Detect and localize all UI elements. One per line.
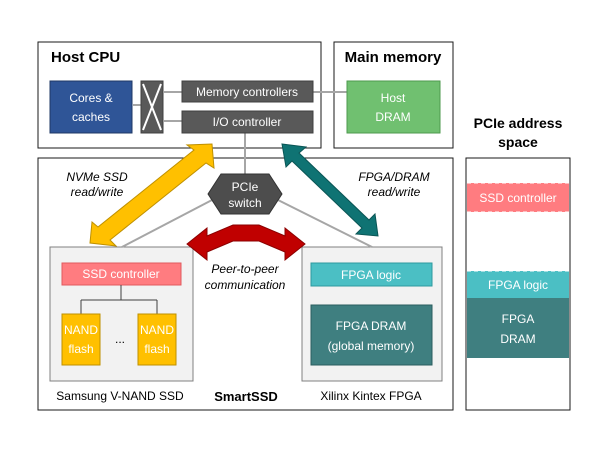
nand1-line1: NAND	[64, 323, 98, 337]
p2p-label-line2: communication	[205, 278, 286, 292]
nand1-line2: flash	[68, 342, 93, 356]
fpga-caption: Xilinx Kintex FPGA	[320, 389, 421, 403]
nand-flash-box-1	[61, 313, 101, 366]
fpga-dram-box	[310, 304, 433, 366]
fpga-dram-arrow	[281, 143, 379, 237]
pcie-fpga-logic-region	[467, 271, 569, 298]
switch-to-fpga-line	[277, 199, 373, 248]
peer-to-peer-arrow	[186, 224, 306, 262]
fpga-dram-label-line1: FPGA/DRAM	[358, 170, 429, 184]
cores-label-line1: Cores &	[69, 91, 112, 105]
fpga-logic-box	[310, 262, 433, 287]
pcie-space-title-line1: PCIe address	[474, 115, 563, 131]
pcie-fpga-dram-line2: DRAM	[500, 332, 535, 346]
nand-flash-box-2	[137, 313, 177, 366]
host-dram-line2: DRAM	[375, 110, 410, 124]
io-controller-box	[181, 110, 314, 134]
nvme-label-line2: read/write	[71, 185, 124, 199]
pcie-ssd-controller-region	[467, 183, 569, 212]
host-dram-line1: Host	[381, 91, 406, 105]
pcie-switch-hexagon	[207, 173, 283, 215]
nand2-line2: flash	[144, 342, 169, 356]
memory-controllers-box	[181, 80, 314, 103]
nvme-label-line1: NVMe SSD	[66, 170, 128, 184]
pcie-fpga-dram-line1: FPGA	[502, 312, 535, 326]
nand2-line1: NAND	[140, 323, 174, 337]
switch-to-ssd-line	[121, 199, 213, 248]
smartssd-label: SmartSSD	[214, 389, 278, 404]
fpga-dram-line1: FPGA DRAM	[336, 319, 407, 333]
io-controller-label: I/O controller	[213, 115, 282, 129]
cores-label-line2: caches	[72, 110, 110, 124]
pcie-space-title-line2: space	[498, 134, 538, 150]
fpga-logic-label: FPGA logic	[341, 268, 401, 282]
pcie-switch-line1: PCIe	[232, 180, 259, 194]
crossbar-links	[133, 91, 182, 122]
cores-caches-box	[49, 80, 133, 134]
pcie-switch-line2: switch	[228, 196, 261, 210]
main-memory-title: Main memory	[345, 49, 442, 66]
host-dram-box	[346, 80, 441, 134]
ssd-caption: Samsung V-NAND SSD	[56, 389, 184, 403]
fpga-dram-line2: (global memory)	[328, 339, 415, 353]
fpga-dram-label-line2: read/write	[368, 185, 421, 199]
nvme-arrow	[89, 143, 215, 247]
nand-ellipsis: ...	[115, 332, 125, 346]
memory-controllers-label: Memory controllers	[196, 85, 298, 99]
host-cpu-title: Host CPU	[51, 49, 120, 66]
ssd-tree-lines	[80, 285, 158, 314]
pcie-ssd-controller-label: SSD controller	[479, 191, 556, 205]
ssd-controller-label: SSD controller	[82, 267, 159, 281]
p2p-label-line1: Peer-to-peer	[211, 262, 279, 276]
connector-lines	[121, 91, 373, 248]
pcie-fpga-logic-label: FPGA logic	[488, 278, 548, 292]
pcie-fpga-dram-region	[467, 298, 569, 358]
crossbar-x-icon	[142, 83, 162, 131]
